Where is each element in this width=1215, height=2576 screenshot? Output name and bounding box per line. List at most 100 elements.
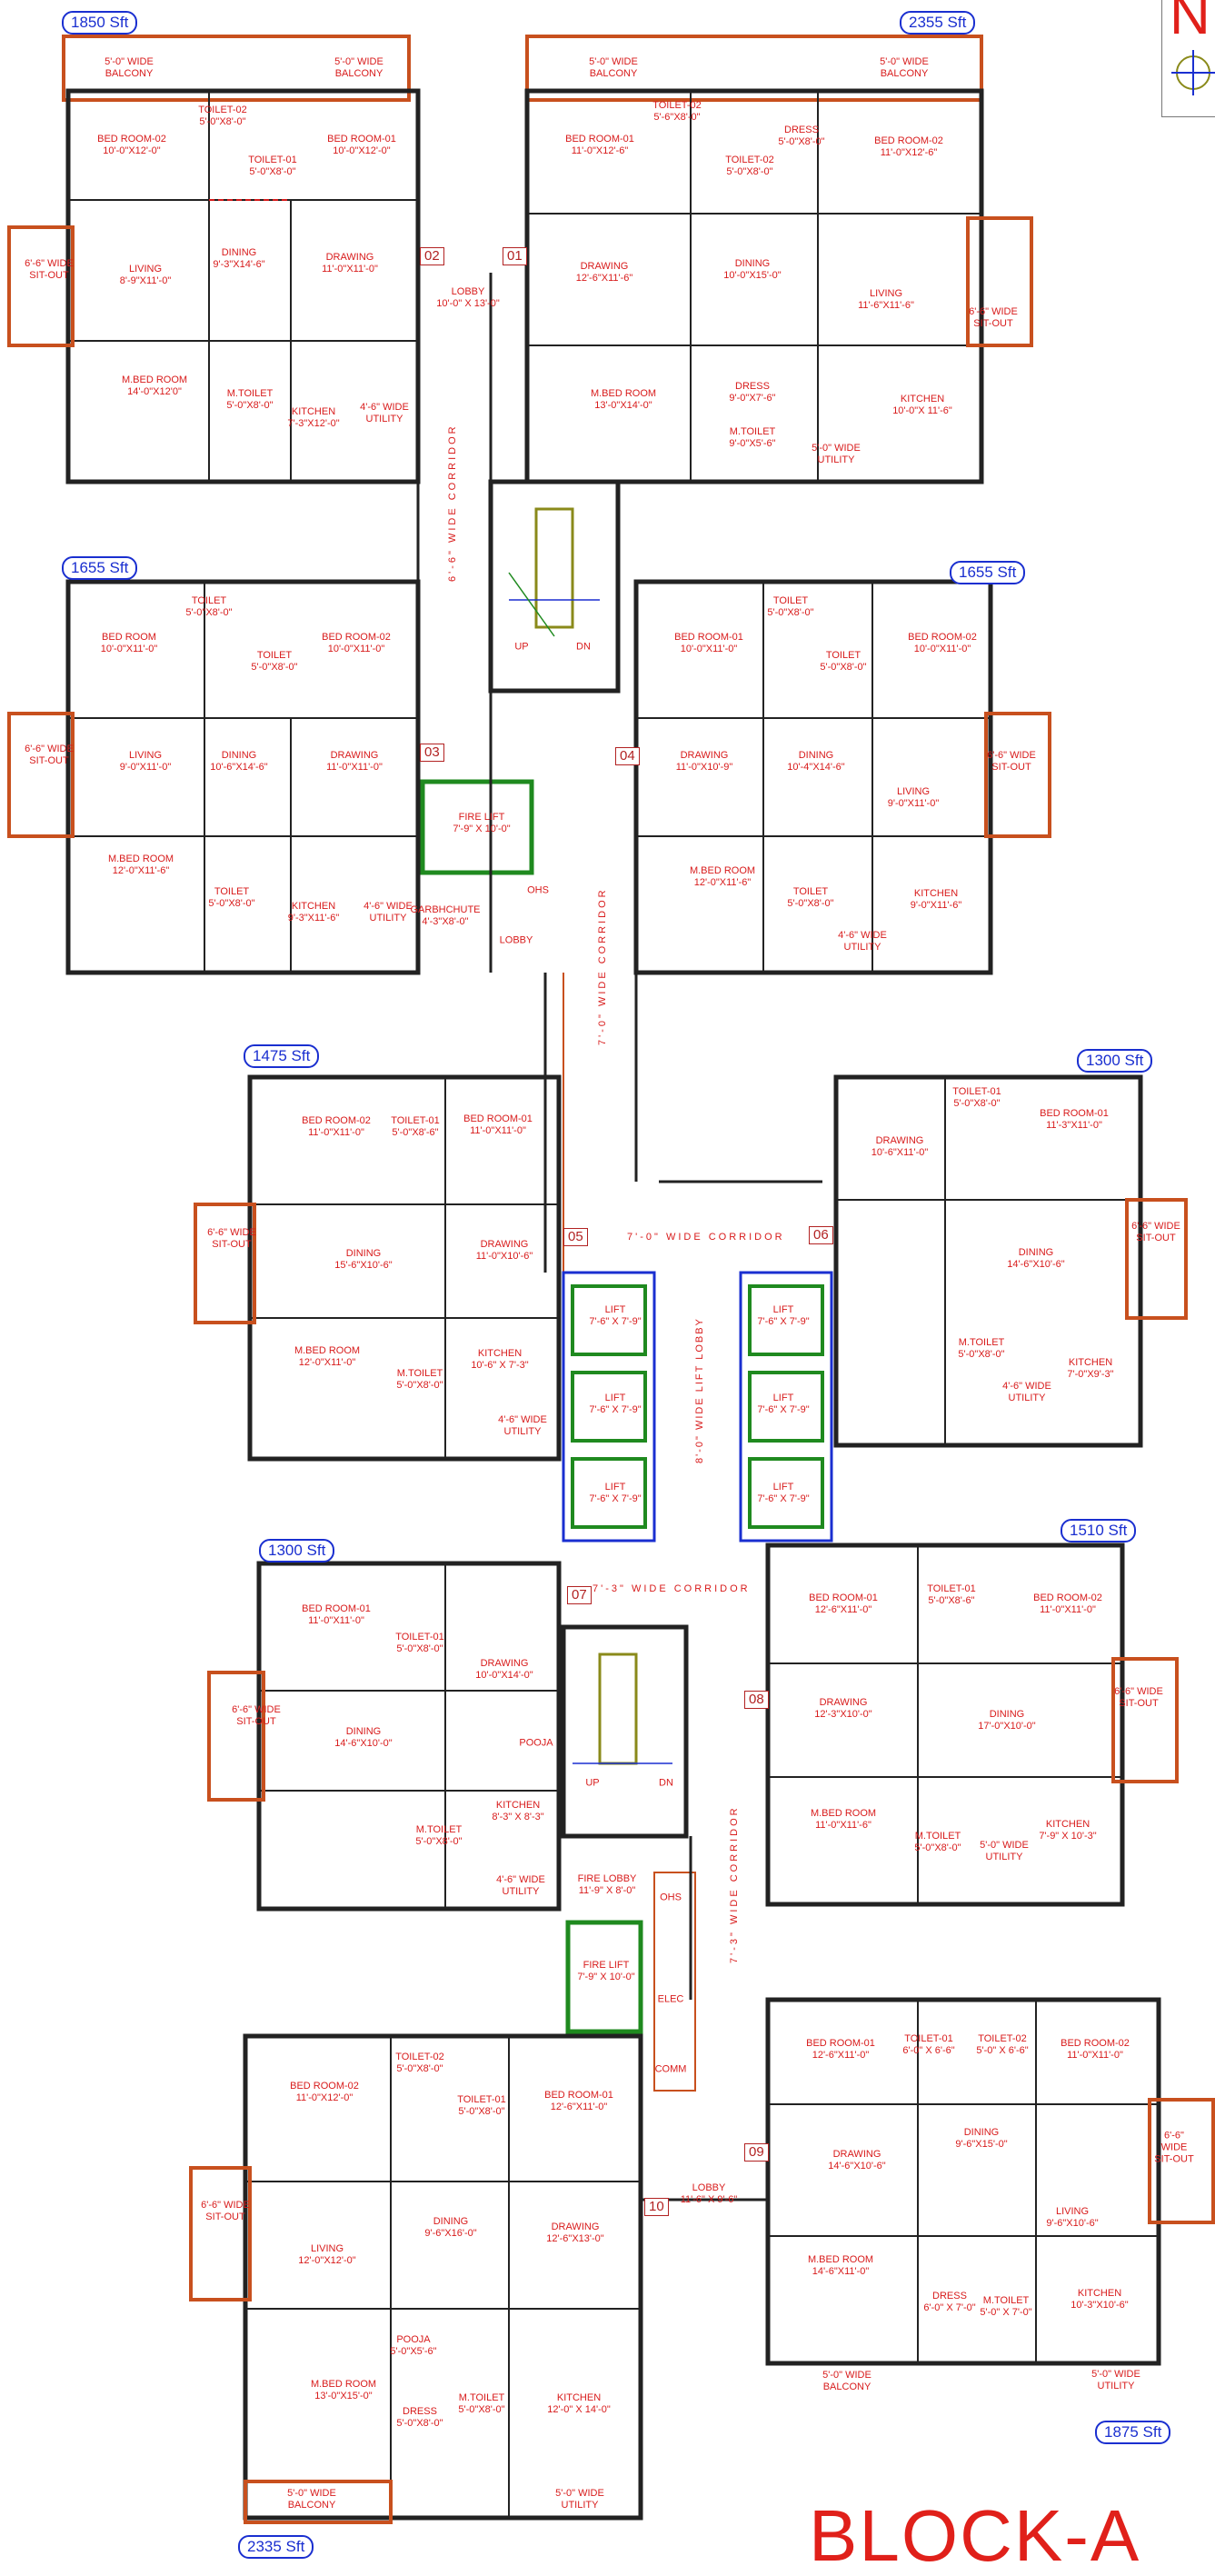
room-label-u4-bed2: BED ROOM-02 10'-0"X11'-0" xyxy=(908,632,977,654)
room-label-u7-toilet1: TOILET-01 5'-0"X8'-0" xyxy=(395,1632,444,1654)
area-tag-unit-05: 1475 Sft xyxy=(244,1044,320,1068)
room-label-u8-toilet1: TOILET-01 5'-0"X8'-6" xyxy=(927,1583,976,1606)
room-label-lift4: LIFT 7'-6" X 7'-9" xyxy=(757,1304,810,1327)
unit-number-03: 03 xyxy=(420,744,444,762)
room-label-u10-drawing: DRAWING 12'-6"X13'-0" xyxy=(546,2222,604,2244)
room-label-u3-bed2: BED ROOM-02 10'-0"X11'-0" xyxy=(322,632,391,654)
room-label-u1-living: LIVING 8'-9"X11'-0" xyxy=(119,264,172,286)
room-label-u5-bed1: BED ROOM-01 11'-0"X11'-0" xyxy=(463,1113,533,1136)
room-label-u3-utility: 4'-6" WIDE UTILITY xyxy=(364,901,413,924)
room-label-u7-drawing: DRAWING 10'-0"X14'-0" xyxy=(475,1658,533,1681)
corridor-label-1: 6'-6" WIDE CORRIDOR xyxy=(447,424,458,582)
room-label-u2-toilet2: TOILET-02 5'-6"X8'-0" xyxy=(652,100,702,123)
room-label-u10-living: LIVING 12'-0"X12'-0" xyxy=(298,2243,356,2266)
room-label-u2-utility: 5'-0" WIDE UTILITY xyxy=(812,443,861,465)
room-label-lobby1: LOBBY 10'-0" X 13'-0" xyxy=(436,286,500,309)
unit-03-outline xyxy=(7,579,421,975)
room-label-u7-mtoilet: M.TOILET 5'-0"X8'-0" xyxy=(415,1824,463,1847)
room-label-u4-drawing: DRAWING 11'-0"X10'-9" xyxy=(675,750,733,773)
room-label-u7-dining: DINING 14'-6"X10'-0" xyxy=(334,1726,393,1749)
unit-07-outline xyxy=(207,1561,562,1912)
room-label-stair2-dn: DN xyxy=(659,1777,673,1789)
room-label-lift6: LIFT 7'-6" X 7'-9" xyxy=(757,1482,810,1504)
room-label-lift2: LIFT 7'-6" X 7'-9" xyxy=(589,1393,642,1415)
room-label-u1-kitchen: KITCHEN 7'-3"X12'-0" xyxy=(287,406,340,429)
unit-05-outline xyxy=(194,1074,562,1462)
room-label-u9-dress: DRESS 6'-0" X 7'-0" xyxy=(923,2291,976,2313)
room-label-u8-bed2: BED ROOM-02 11'-0"X11'-0" xyxy=(1033,1593,1102,1615)
room-label-u9-mbed: M.BED ROOM 14'-6"X11'-0" xyxy=(807,2254,874,2277)
room-label-lift1: LIFT 7'-6" X 7'-9" xyxy=(589,1304,642,1327)
room-label-stair-dn: DN xyxy=(576,641,591,653)
room-label-u4-kitchen: KITCHEN 9'-0"X11'-6" xyxy=(910,888,962,911)
room-label-lift3: LIFT 7'-6" X 7'-9" xyxy=(589,1482,642,1504)
room-label-u4-toilet-b: TOILET 5'-0"X8'-0" xyxy=(820,650,867,673)
room-label-u2-balcony-r: 5'-0" WIDE BALCONY xyxy=(880,56,929,79)
stair-core-1 xyxy=(420,479,638,1273)
unit-number-02: 02 xyxy=(420,247,444,265)
room-label-lift5: LIFT 7'-6" X 7'-9" xyxy=(757,1393,810,1415)
room-label-u9-drawing: DRAWING 14'-6"X10'-6" xyxy=(828,2149,886,2172)
room-label-u10-kitchen: KITCHEN 12'-0" X 14'-0" xyxy=(547,2392,611,2415)
corridor-label-5: 7'-3" WIDE CORRIDOR xyxy=(729,1805,740,1963)
unit-number-01: 01 xyxy=(503,247,527,265)
room-label-u10-balcony: 5'-0" WIDE BALCONY xyxy=(287,2488,336,2511)
unit-number-04: 04 xyxy=(615,747,640,765)
area-tag-unit-08: 1510 Sft xyxy=(1061,1519,1137,1543)
room-label-u5-utility: 4'-6" WIDE UTILITY xyxy=(498,1414,547,1437)
room-label-u2-mbed: M.BED ROOM 13'-0"X14'-0" xyxy=(590,388,657,411)
room-label-u9-living: LIVING 9'-6"X10'-6" xyxy=(1046,2206,1099,2229)
room-label-stair-up: UP xyxy=(514,641,529,653)
room-label-u1-mtoilet: M.TOILET 5'-0"X8'-0" xyxy=(226,388,274,411)
room-label-u9-mtoilet: M.TOILET 5'-0" X 7'-0" xyxy=(980,2295,1032,2318)
room-label-u1-bed1: BED ROOM-01 10'-0"X12'-0" xyxy=(327,134,396,156)
room-label-u9-bed1: BED ROOM-01 12'-6"X11'-0" xyxy=(806,2038,875,2061)
room-label-u4-toilet-c: TOILET 5'-0"X8'-0" xyxy=(787,886,834,909)
room-label-u7-sitout: 6'-6" WIDE SIT-OUT xyxy=(232,1704,281,1727)
unit-number-10: 10 xyxy=(644,2198,669,2216)
room-label-u9-toilet1: TOILET-01 6'-0" X 6'-6" xyxy=(902,2033,955,2056)
unit-02-outline xyxy=(524,35,1033,484)
room-label-u2-balcony-l: 5'-0" WIDE BALCONY xyxy=(589,56,638,79)
unit-09-outline xyxy=(765,1997,1215,2366)
room-label-u1-balcony-r: 5'-0" WIDE BALCONY xyxy=(334,56,383,79)
room-label-u4-bed1: BED ROOM-01 10'-0"X11'-0" xyxy=(674,632,743,654)
room-label-u10-bed2: BED ROOM-02 11'-0"X12'-0" xyxy=(290,2081,359,2103)
unit-10-outline xyxy=(189,2033,643,2524)
room-label-u6-toilet1: TOILET-01 5'-0"X8'-0" xyxy=(952,1086,1001,1109)
unit-06-outline xyxy=(833,1074,1188,1448)
room-label-u6-utility: 4'-6" WIDE UTILITY xyxy=(1002,1381,1051,1403)
room-label-u3-living: LIVING 9'-0"X11'-0" xyxy=(119,750,172,773)
room-label-u8-mtoilet: M.TOILET 5'-0"X8'-0" xyxy=(914,1831,961,1853)
room-label-u5-dining: DINING 15'-6"X10'-6" xyxy=(334,1248,393,1271)
area-tag-unit-07: 1300 Sft xyxy=(259,1539,335,1563)
room-label-u4-sitout: 6'-6" WIDE SIT-OUT xyxy=(987,750,1036,773)
room-label-u10-toilet1: TOILET-01 5'-0"X8'-0" xyxy=(457,2094,506,2117)
room-label-u2-drawing: DRAWING 12'-6"X11'-6" xyxy=(575,261,633,284)
room-label-shaft-ohs: OHS xyxy=(527,884,549,896)
room-label-u4-utility: 4'-6" WIDE UTILITY xyxy=(838,930,887,953)
corridor-label-2: 7'-0" WIDE CORRIDOR xyxy=(597,887,608,1045)
room-label-u6-sitout: 6'-6" WIDE SIT-OUT xyxy=(1131,1221,1180,1243)
room-label-u1-sitout: 6'-6" WIDE SIT-OUT xyxy=(25,258,74,281)
room-label-u10-pooja: POOJA 5'-0"X5'-6" xyxy=(390,2334,437,2357)
room-label-u3-drawing: DRAWING 11'-0"X11'-0" xyxy=(326,750,383,773)
lift-lobby-label: 8'-0" WIDE LIFT LOBBY xyxy=(694,1317,705,1463)
room-label-u2-dining: DINING 10'-0"X15'-0" xyxy=(723,258,782,281)
unit-number-08: 08 xyxy=(744,1691,769,1709)
room-label-u5-toilet1: TOILET-01 5'-0"X8'-6" xyxy=(391,1115,440,1138)
room-label-u8-kitchen: KITCHEN 7'-9" X 10'-3" xyxy=(1039,1819,1097,1842)
room-label-u8-mbed: M.BED ROOM 11'-0"X11'-6" xyxy=(810,1808,877,1831)
room-label-u9-utility: 5'-0" WIDE UTILITY xyxy=(1091,2369,1140,2391)
area-tag-unit-04: 1655 Sft xyxy=(950,561,1026,584)
room-label-u3-toilet-b: TOILET 5'-0"X8'-0" xyxy=(251,650,298,673)
room-label-u10-mtoilet: M.TOILET 5'-0"X8'-0" xyxy=(458,2392,505,2415)
area-tag-unit-02: 2355 Sft xyxy=(900,11,976,35)
room-label-u1-toilet1: TOILET-01 5'-0"X8'-0" xyxy=(248,155,297,177)
room-label-u3-toilet-a: TOILET 5'-0"X8'-0" xyxy=(185,595,233,618)
room-label-u9-toilet2: TOILET-02 5'-0" X 6'-6" xyxy=(976,2033,1029,2056)
area-tag-unit-10: 2335 Sft xyxy=(238,2535,314,2559)
room-label-u6-kitchen: KITCHEN 7'-0"X9'-3" xyxy=(1067,1357,1114,1380)
room-label-lobby3: LOBBY 11'-6" X 9'-6" xyxy=(680,2182,738,2205)
area-tag-unit-09: 1875 Sft xyxy=(1095,2421,1171,2444)
